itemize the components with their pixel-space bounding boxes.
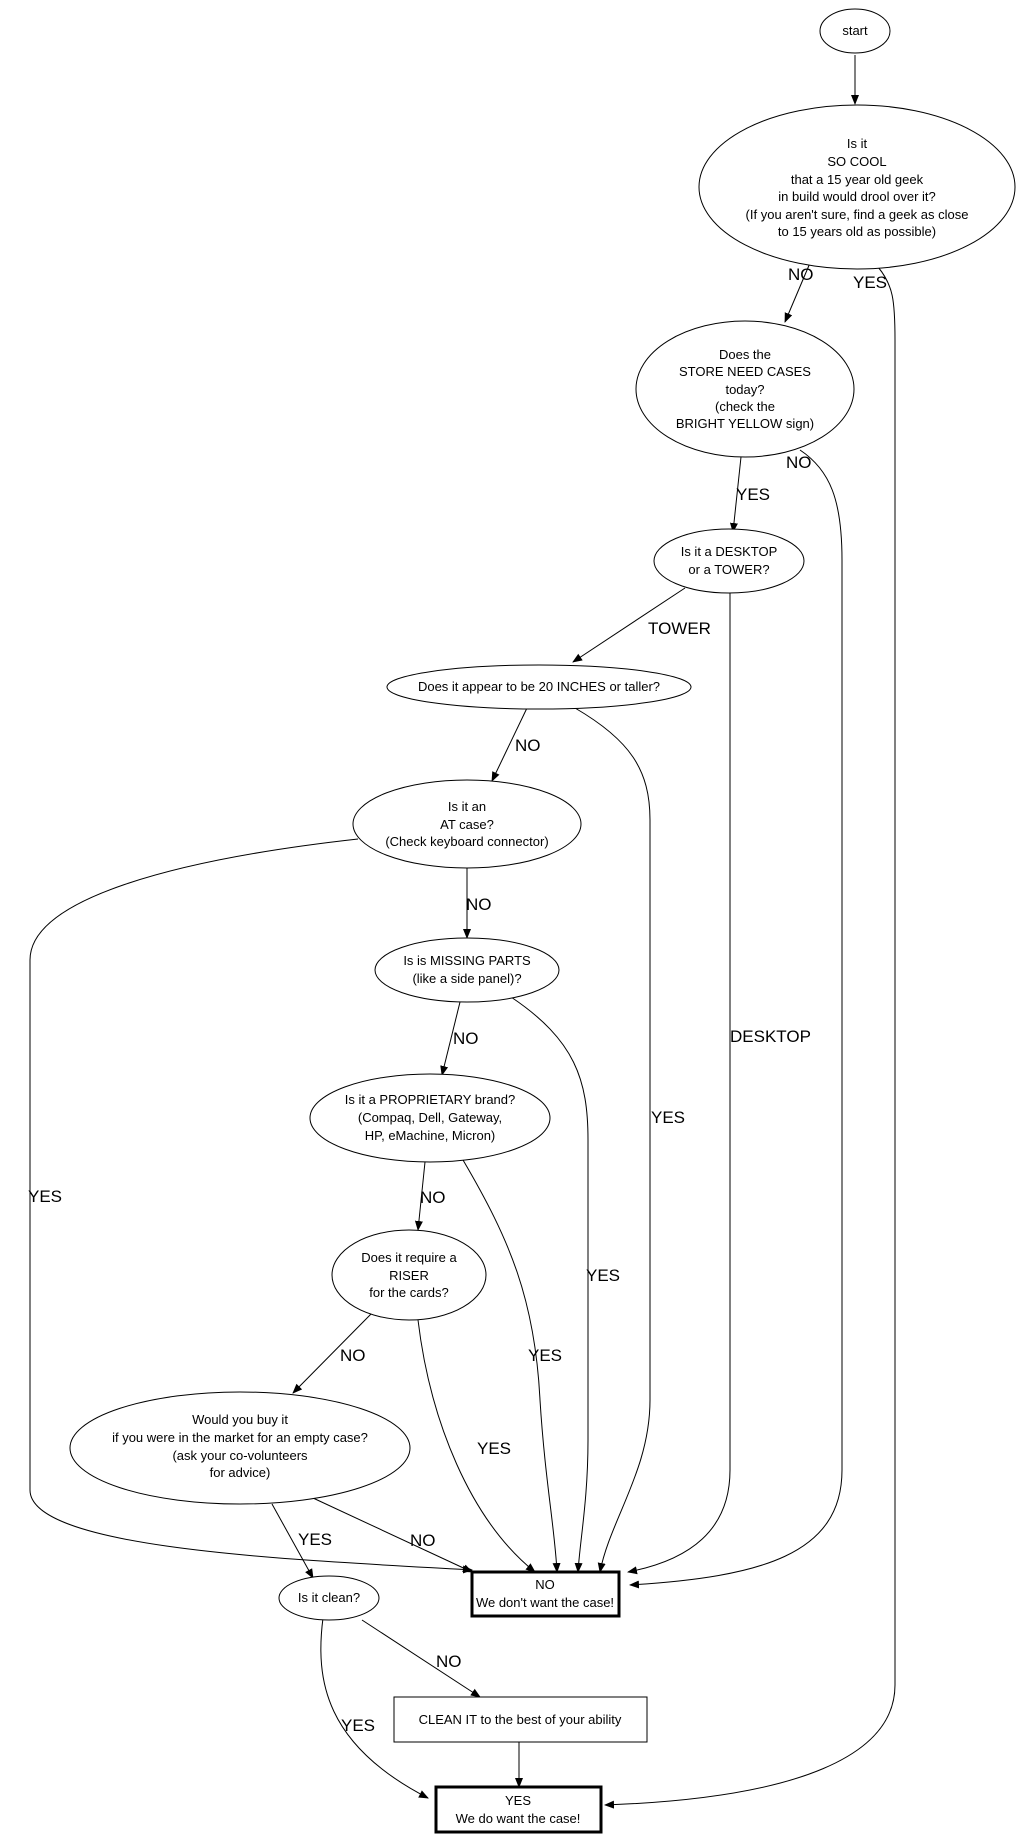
node-clean-question: Is it clean?: [278, 1575, 380, 1621]
edge-label-missing-no: YES: [586, 1266, 620, 1285]
edge-prop-riser: [414, 1161, 426, 1231]
node-twenty-inches-line: Does it appear to be 20 INCHES or taller…: [418, 679, 660, 694]
node-clean-line: Is it clean?: [298, 1590, 360, 1605]
node-yes-want-result: YES We do want the case!: [434, 1785, 603, 1834]
node-so-cool-line: Is it: [847, 136, 868, 151]
edge-label-store-no: NO: [786, 453, 812, 472]
node-missing-parts-line: Is is MISSING PARTS: [403, 953, 531, 968]
node-desktop-tower-question: Is it a DESKTOP or a TOWER?: [653, 528, 805, 594]
edge-buy-clean: [271, 1503, 314, 1579]
edge-label-clean-yes: YES: [341, 1716, 375, 1735]
edge-clean-cleanit: [361, 1619, 481, 1698]
edge-label-buy-no: NO: [410, 1531, 436, 1550]
edge-twenty-no: [574, 707, 651, 1573]
edges: NO YES YES NO TOWER DESKTOP NO YES NO YE…: [28, 55, 896, 1809]
node-yes-want-line: We do want the case!: [456, 1811, 581, 1826]
edge-label-prop-riser: NO: [420, 1188, 446, 1207]
node-proprietary-line: (Compaq, Dell, Gateway,: [358, 1110, 502, 1125]
edge-label-riser-buy: NO: [340, 1346, 366, 1365]
node-buy-line: Would you buy it: [192, 1412, 288, 1427]
node-missing-parts-question: Is is MISSING PARTS (like a side panel)?: [374, 937, 560, 1003]
edge-prop-no: [462, 1159, 561, 1573]
node-at-case-line: Is it an: [448, 799, 486, 814]
node-store-need-question: Does the STORE NEED CASES today? (check …: [635, 320, 855, 458]
node-desktop-tower-line: or a TOWER?: [688, 562, 769, 577]
node-start: start: [819, 8, 891, 54]
node-store-need-line: (check the: [715, 399, 775, 414]
edge-label-riser-no: YES: [477, 1439, 511, 1458]
node-no-want-line: We don't want the case!: [476, 1595, 614, 1610]
node-twenty-inches-question: Does it appear to be 20 INCHES or taller…: [386, 664, 692, 710]
edge-riser-buy: [292, 1312, 373, 1394]
node-store-need-line: Does the: [719, 347, 771, 362]
node-at-case-question: Is it an AT case? (Check keyboard connec…: [352, 779, 582, 869]
edge-label-at-missing: NO: [466, 895, 492, 914]
node-buy-line: for advice): [210, 1465, 271, 1480]
node-proprietary-line: Is it a PROPRIETARY brand?: [345, 1092, 516, 1107]
node-desktop-tower-line: Is it a DESKTOP: [681, 544, 778, 559]
node-riser-line: for the cards?: [369, 1285, 449, 1300]
edge-label-prop-no: YES: [528, 1346, 562, 1365]
nodes: start Is it SO COOL that a 15 year old g…: [69, 8, 1016, 1834]
node-store-need-line: STORE NEED CASES: [679, 364, 811, 379]
edge-twenty-at: [491, 707, 528, 782]
edge-label-twenty-at: NO: [515, 736, 541, 755]
edge-clean-yes: [320, 1617, 429, 1799]
node-store-need-line: today?: [725, 382, 764, 397]
node-so-cool-line: to 15 years old as possible): [778, 224, 936, 239]
edge-label-socool-yes: YES: [853, 273, 887, 292]
node-at-case-line: AT case?: [440, 817, 494, 832]
node-riser-line: RISER: [389, 1268, 429, 1283]
edge-label-at-no: YES: [28, 1187, 62, 1206]
node-store-need-line: BRIGHT YELLOW sign): [676, 416, 814, 431]
node-buy-question: Would you buy it if you were in the mark…: [69, 1391, 411, 1505]
edge-label-socool-store: NO: [788, 265, 814, 284]
node-clean-it-line: CLEAN IT to the best of your ability: [419, 1712, 622, 1727]
edge-label-twenty-no: YES: [651, 1108, 685, 1127]
edge-store-no: [629, 449, 843, 1589]
node-so-cool-line: that a 15 year old geek: [791, 172, 924, 187]
edge-buy-no: [312, 1497, 473, 1573]
node-so-cool-line: in build would drool over it?: [778, 189, 936, 204]
node-no-want-line: NO: [535, 1577, 555, 1592]
edge-socool-yes: [604, 266, 896, 1809]
edge-riser-no: [417, 1319, 536, 1573]
node-at-case-line: (Check keyboard connector): [385, 834, 548, 849]
edge-label-store-desktop: YES: [736, 485, 770, 504]
edge-desktop-twenty: [572, 587, 686, 663]
edge-label-clean-cleanit: NO: [436, 1652, 462, 1671]
edge-label-desktop-no: DESKTOP: [730, 1027, 811, 1046]
node-yes-want-line: YES: [505, 1793, 531, 1808]
node-start-label: start: [842, 23, 868, 38]
edge-desktop-no: [627, 593, 731, 1575]
node-clean-it-action: CLEAN IT to the best of your ability: [393, 1696, 648, 1743]
edge-missing-prop: [440, 1001, 461, 1076]
node-riser-question: Does it require a RISER for the cards?: [331, 1229, 487, 1321]
node-riser-line: Does it require a: [361, 1250, 457, 1265]
node-buy-line: if you were in the market for an empty c…: [112, 1430, 368, 1445]
node-so-cool-question: Is it SO COOL that a 15 year old geek in…: [698, 104, 1016, 270]
edge-label-buy-clean: YES: [298, 1530, 332, 1549]
edge-socool-store: [784, 262, 811, 323]
edge-store-desktop: [729, 456, 742, 533]
node-proprietary-question: Is it a PROPRIETARY brand? (Compaq, Dell…: [309, 1073, 551, 1163]
node-buy-line: (ask your co-volunteers: [172, 1448, 308, 1463]
node-so-cool-line: SO COOL: [827, 154, 886, 169]
edge-missing-no: [510, 996, 589, 1573]
edge-label-desktop-twenty: TOWER: [648, 619, 711, 638]
node-missing-parts-line: (like a side panel)?: [412, 971, 521, 986]
node-proprietary-line: HP, eMachine, Micron): [365, 1128, 496, 1143]
node-no-want-result: NO We don't want the case!: [470, 1570, 621, 1618]
node-so-cool-line: (If you aren't sure, find a geek as clos…: [746, 207, 969, 222]
edge-label-missing-prop: NO: [453, 1029, 479, 1048]
edge-at-no: [29, 838, 473, 1574]
